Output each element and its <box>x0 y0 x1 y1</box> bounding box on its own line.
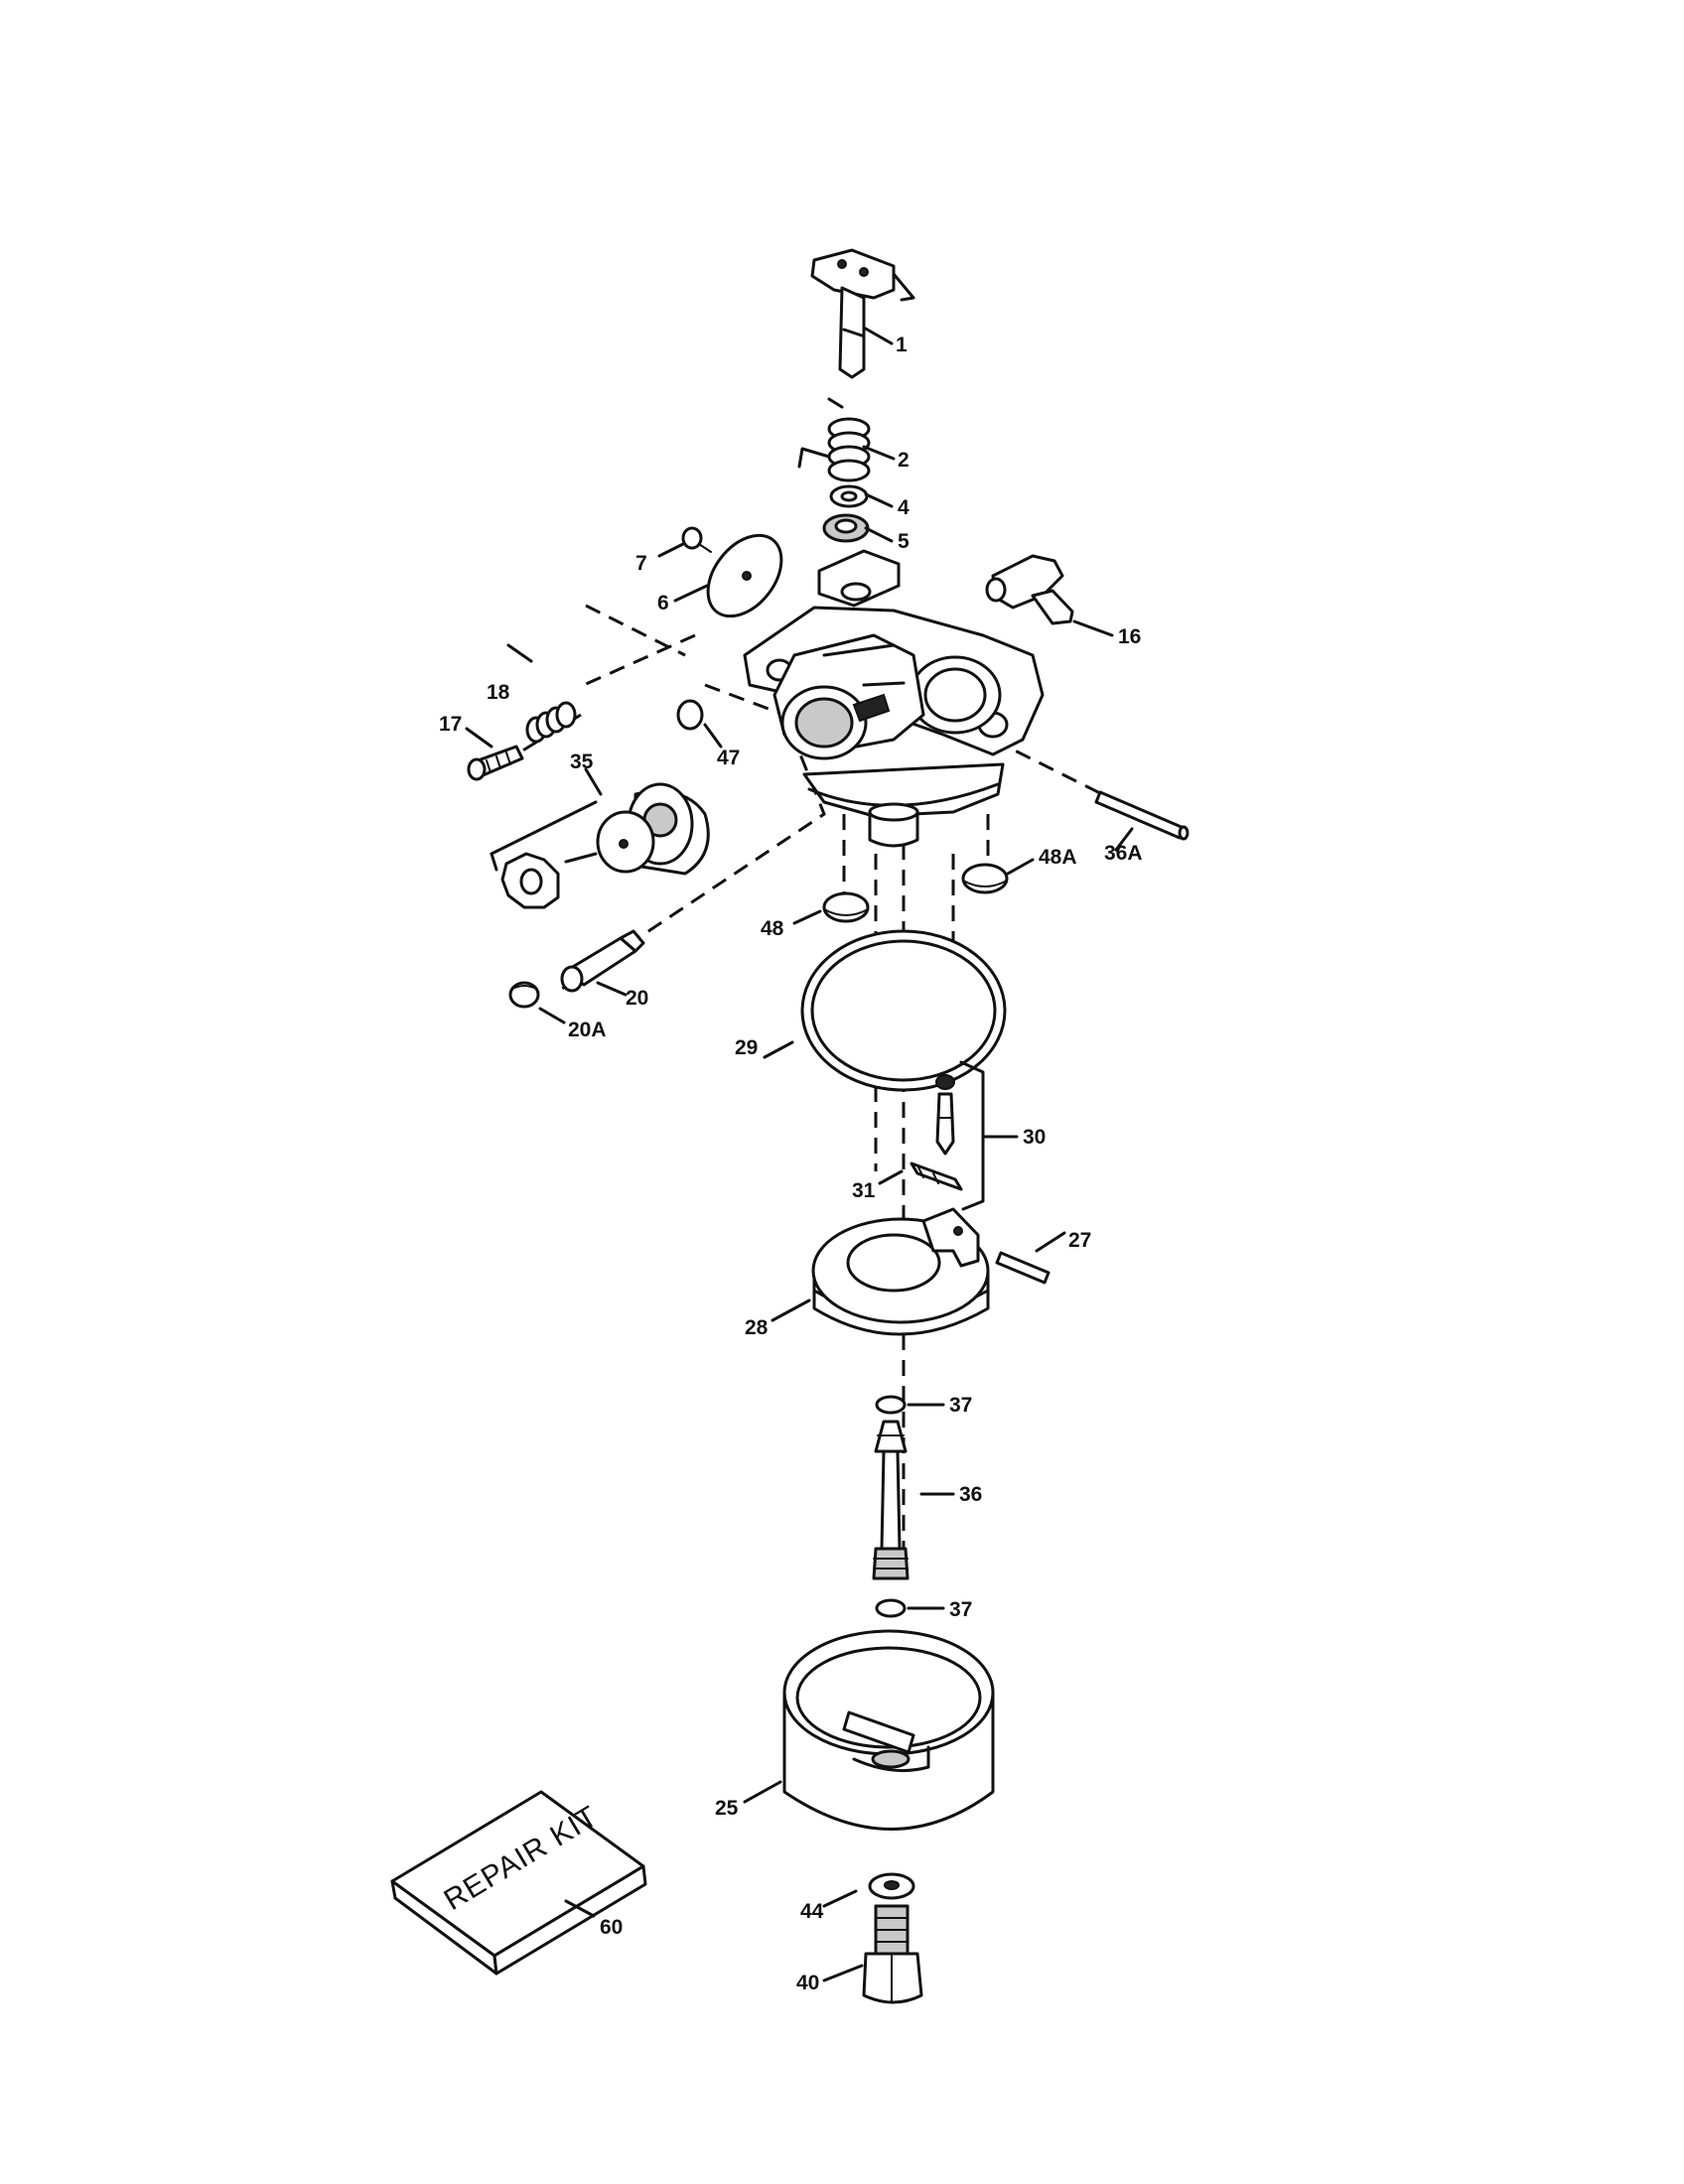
part-31-float-clip <box>910 1161 963 1191</box>
callout-37-upper: 37 <box>949 1394 972 1417</box>
part-5-seal <box>822 513 870 543</box>
part-16-fuel-inlet-elbow <box>985 554 1074 625</box>
callout-7: 7 <box>635 552 647 575</box>
callout-40: 40 <box>796 1972 819 1994</box>
part-37-o-ring-lower <box>875 1598 907 1618</box>
callout-5: 5 <box>898 530 910 553</box>
callout-44: 44 <box>800 1900 824 1923</box>
part-47-o-ring <box>676 699 704 731</box>
part-4-washer <box>829 484 869 508</box>
callout-27: 27 <box>1068 1229 1091 1252</box>
part-30-needle-and-seat <box>935 1060 985 1211</box>
part-29-bowl-gasket <box>800 929 1007 1092</box>
part-18-idle-spring <box>525 701 577 744</box>
callout-6: 6 <box>657 592 669 614</box>
part-20-shaft <box>560 929 645 993</box>
callout-37-lower: 37 <box>949 1598 972 1621</box>
part-2-throttle-spring <box>797 397 871 482</box>
callout-30: 30 <box>1023 1126 1046 1149</box>
part-28-float <box>811 1207 990 1336</box>
callout-48: 48 <box>761 917 784 940</box>
part-7-screw <box>681 526 712 553</box>
callout-29: 29 <box>735 1036 758 1059</box>
part-44-washer <box>868 1872 915 1900</box>
part-35-primer-assembly <box>490 782 710 909</box>
callout-18: 18 <box>487 681 510 704</box>
callout-16: 16 <box>1118 625 1141 648</box>
part-40-bowl-nut <box>862 1904 923 2004</box>
callout-36a: 36A <box>1104 842 1143 865</box>
callout-28: 28 <box>745 1316 769 1339</box>
leader-lines <box>465 326 1134 1982</box>
callout-31: 31 <box>852 1179 876 1202</box>
callout-1: 1 <box>896 334 908 356</box>
part-27-hinge-pin <box>995 1251 1051 1285</box>
callout-25: 25 <box>715 1797 739 1820</box>
callout-17: 17 <box>439 713 462 736</box>
part-17-idle-screw <box>467 745 524 781</box>
callout-48a: 48A <box>1039 846 1077 869</box>
callout-60: 60 <box>600 1916 623 1939</box>
callout-2: 2 <box>898 449 910 472</box>
callout-4: 4 <box>898 496 910 519</box>
part-20a-cap <box>508 981 540 1009</box>
carburetor-body <box>743 549 1045 848</box>
callout-20a: 20A <box>568 1019 607 1041</box>
part-37-o-ring-upper <box>875 1395 907 1415</box>
callout-labels: 1 2 4 5 6 7 16 18 17 47 35 36A 48A 48 20… <box>439 334 1143 1994</box>
part-60-repair-kit: REPAIR KIT <box>390 1790 647 1976</box>
part-48-plug <box>822 891 870 923</box>
part-1-throttle-shaft <box>810 248 915 379</box>
callout-47: 47 <box>717 747 740 769</box>
callout-35: 35 <box>570 751 594 773</box>
part-36a-pin <box>1094 790 1190 841</box>
callout-20: 20 <box>626 987 648 1010</box>
part-48a-plug <box>961 863 1009 894</box>
part-25-float-bowl <box>782 1629 995 1831</box>
callout-36: 36 <box>959 1483 982 1506</box>
part-6-throttle-plate <box>706 533 783 618</box>
part-36-main-jet <box>872 1420 910 1580</box>
